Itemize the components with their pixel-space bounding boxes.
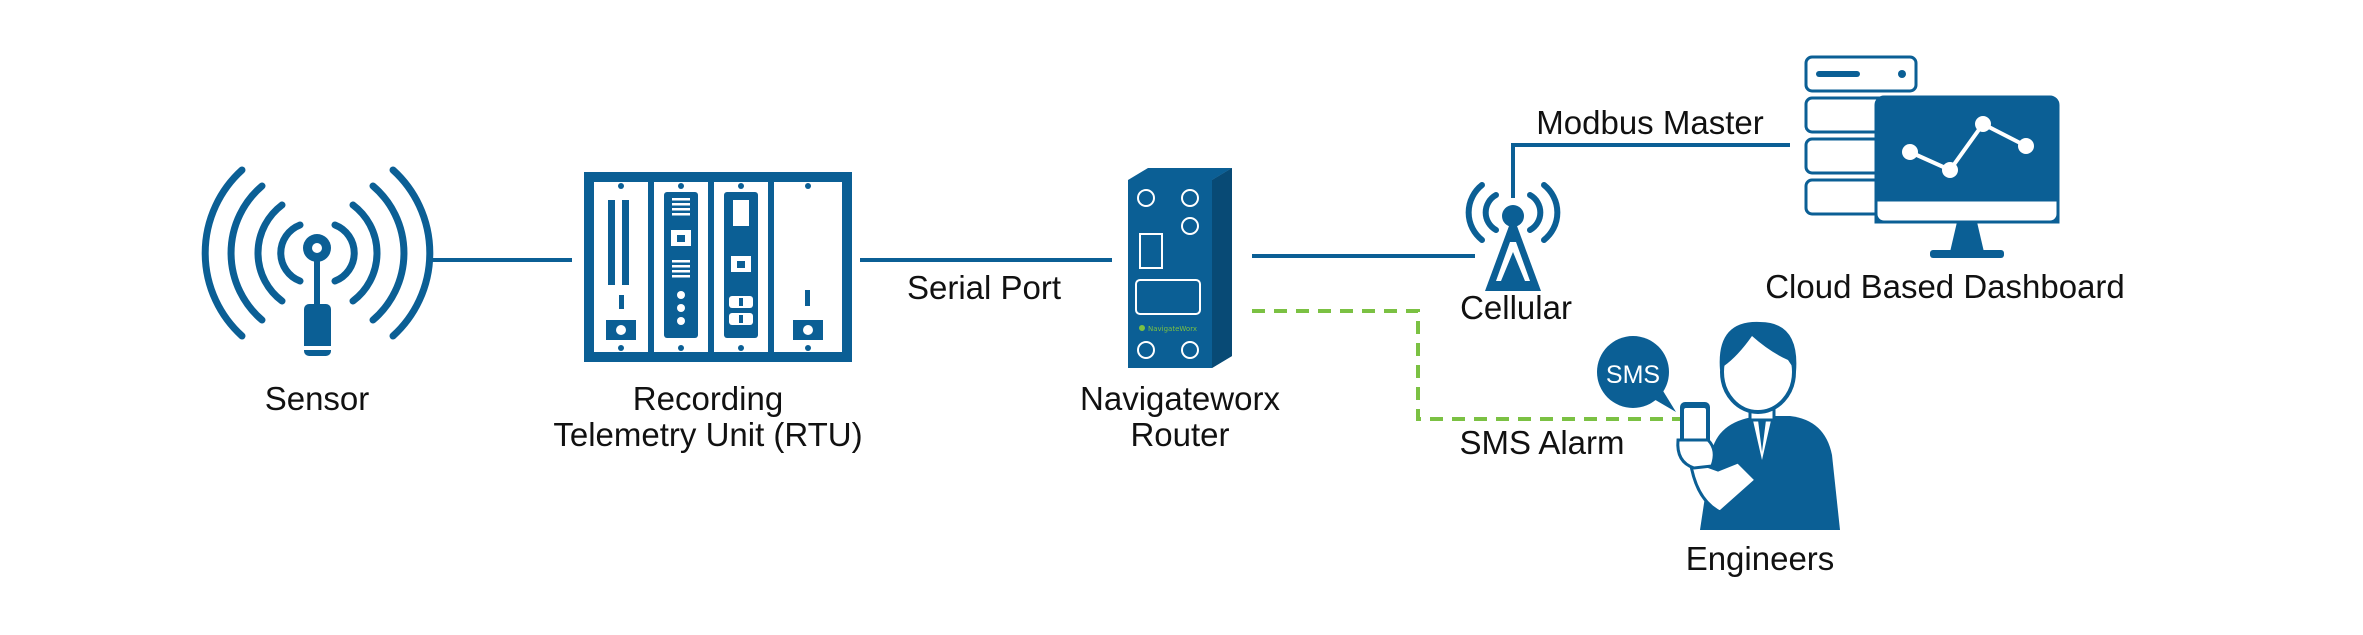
engineers-label: Engineers bbox=[1686, 540, 1835, 577]
rtu-label-line1: Recording bbox=[633, 380, 783, 417]
cellular-label: Cellular bbox=[1460, 289, 1572, 326]
sms-alarm-label: SMS Alarm bbox=[1459, 424, 1624, 461]
router-icon: NavigateWorx bbox=[1128, 168, 1232, 368]
router-brand: NavigateWorx bbox=[1148, 325, 1197, 333]
cellular-cloud-line bbox=[1511, 143, 1790, 198]
sensor-label: Sensor bbox=[265, 380, 370, 417]
modbus-master-label: Modbus Master bbox=[1536, 104, 1763, 141]
engineer-phone-icon: SMS bbox=[1597, 321, 1840, 530]
cloud-dashboard-label: Cloud Based Dashboard bbox=[1765, 268, 2125, 305]
wireless-sensor-icon bbox=[201, 166, 434, 356]
serial-port-label: Serial Port bbox=[907, 269, 1061, 306]
router-label-line1: Navigateworx bbox=[1080, 380, 1280, 417]
cell-tower-icon bbox=[1465, 182, 1561, 291]
sms-bubble-text: SMS bbox=[1606, 361, 1660, 389]
rtu-label-line2: Telemetry Unit (RTU) bbox=[553, 416, 862, 453]
sms-alarm-line bbox=[1252, 309, 1680, 421]
rtu-rack-icon bbox=[584, 172, 852, 362]
server-dashboard-icon bbox=[1804, 55, 2060, 258]
router-label-line2: Router bbox=[1130, 416, 1229, 453]
